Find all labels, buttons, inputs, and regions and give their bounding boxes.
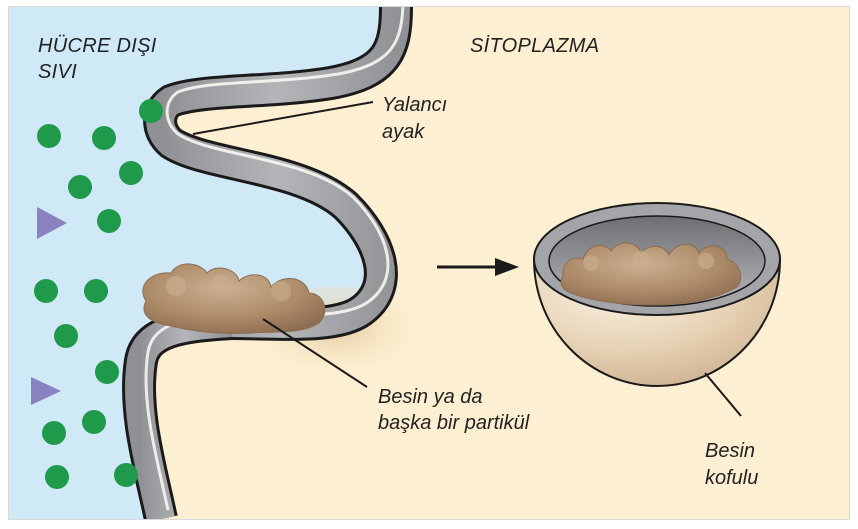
food-vacuole: [532, 202, 782, 388]
pseudopod-leader: [192, 101, 374, 135]
particle-label-line2: başka bir partikül: [378, 412, 530, 434]
particle-leader: [262, 318, 368, 388]
triangle-molecule-icon: [37, 207, 67, 239]
outside-label-line2: SIVI: [38, 61, 77, 83]
outside-label-line1: HÜCRE DIŞI: [38, 35, 157, 57]
circle-molecule-icon: [37, 124, 61, 148]
food-particle: [142, 263, 326, 334]
circle-molecule-icon: [82, 410, 106, 434]
circle-molecule-icon: [97, 209, 121, 233]
pseudopod-label-line1: Yalancı: [382, 94, 448, 116]
circle-molecule-icon: [119, 161, 143, 185]
circle-molecule-icon: [84, 279, 108, 303]
purple-molecules: [31, 207, 67, 405]
cytoplasm-label: SİTOPLAZMA: [470, 35, 600, 57]
vacuole-label-line1: Besin: [705, 440, 756, 462]
diagram-canvas: [9, 7, 849, 519]
circle-molecule-icon: [42, 421, 66, 445]
circle-molecule-icon: [68, 175, 92, 199]
triangle-molecule-icon: [31, 377, 61, 405]
circle-molecule-icon: [139, 99, 163, 123]
circle-molecule-icon: [54, 324, 78, 348]
particle-label-line1: Besin ya da: [378, 386, 483, 408]
vacuole-leader: [704, 372, 742, 417]
vacuole-label-line2: kofulu: [705, 467, 759, 489]
circle-molecule-icon: [95, 360, 119, 384]
phagocytosis-diagram: [8, 6, 850, 520]
pseudopod-label-line2: ayak: [382, 121, 425, 143]
circle-molecule-icon: [92, 126, 116, 150]
circle-molecule-icon: [34, 279, 58, 303]
circle-molecule-icon: [45, 465, 69, 489]
green-molecules: [34, 99, 163, 489]
circle-molecule-icon: [114, 463, 138, 487]
leader-lines: [192, 101, 742, 417]
right-arrow-icon: [437, 258, 519, 276]
